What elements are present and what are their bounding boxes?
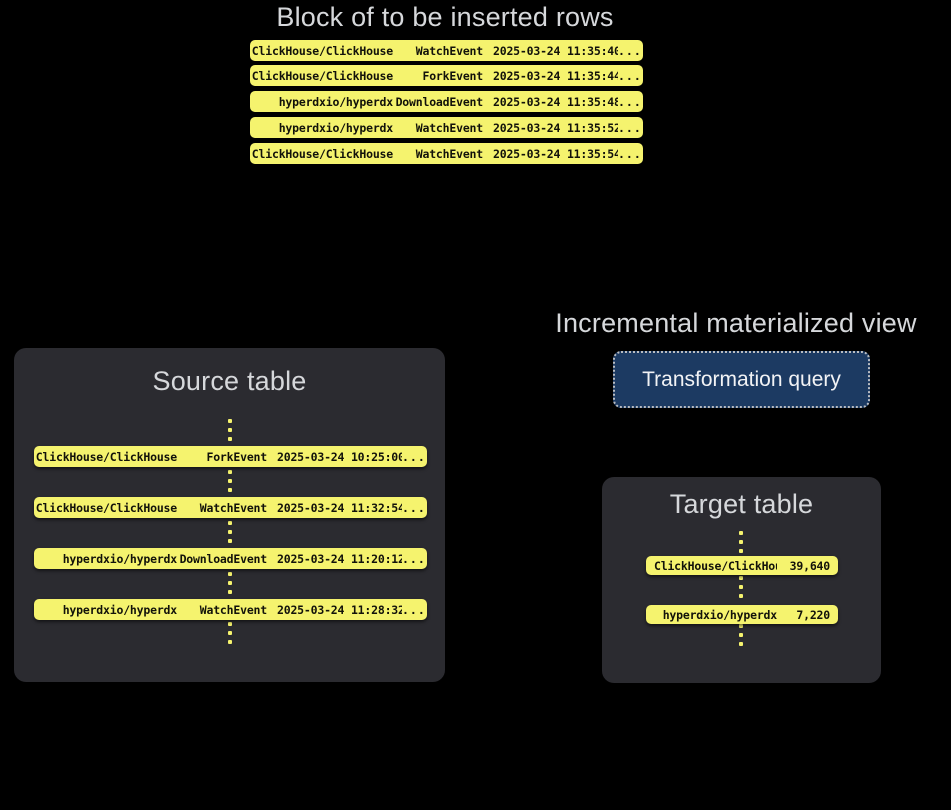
insert-row-more: ... — [618, 94, 642, 109]
source-row: ClickHouse/ClickHouse ForkEvent 2025-03-… — [34, 446, 427, 467]
source-row-more: ... — [402, 500, 426, 515]
target-row-repo: ClickHouse/ClickHouse — [654, 558, 777, 573]
insert-row-event: WatchEvent — [415, 146, 483, 161]
transformation-query-box[interactable]: Transformation query — [613, 351, 870, 408]
target-row: ClickHouse/ClickHouse 39,640 — [646, 556, 838, 575]
insert-row-repo: ClickHouse/ClickHouse — [251, 146, 393, 161]
source-row-event: ForkEvent — [206, 449, 267, 464]
insert-row: hyperdxio/hyperdx DownloadEvent 2025-03-… — [250, 91, 643, 112]
source-row: hyperdxio/hyperdx DownloadEvent 2025-03-… — [34, 548, 427, 569]
source-row: ClickHouse/ClickHouse WatchEvent 2025-03… — [34, 497, 427, 518]
insert-row: hyperdxio/hyperdx WatchEvent 2025-03-24 … — [250, 117, 643, 138]
source-row-repo: hyperdxio/hyperdx — [62, 551, 177, 566]
insert-row-more: ... — [618, 120, 642, 135]
target-row-count: 39,640 — [789, 558, 830, 573]
source-ellipsis-dots — [228, 419, 232, 441]
target-table-panel — [602, 477, 881, 683]
source-row-repo: ClickHouse/ClickHouse — [35, 449, 177, 464]
source-table-title: Source table — [152, 366, 307, 396]
source-row-event: WatchEvent — [199, 500, 267, 515]
source-row-timestamp: 2025-03-24 11:20:12 — [277, 551, 402, 566]
source-row-more: ... — [402, 551, 426, 566]
insert-row-more: ... — [618, 68, 642, 83]
insert-row-event: ForkEvent — [422, 68, 483, 83]
insert-row: ClickHouse/ClickHouse ForkEvent 2025-03-… — [250, 65, 643, 86]
source-row-timestamp: 2025-03-24 11:28:32 — [277, 602, 402, 617]
target-row-repo: hyperdxio/hyperdx — [662, 607, 777, 622]
insert-block-title: Block of to be inserted rows — [276, 2, 614, 32]
source-row-event: DownloadEvent — [179, 551, 267, 566]
target-ellipsis-dots — [739, 624, 743, 646]
source-ellipsis-dots — [228, 572, 232, 594]
insert-row-event: DownloadEvent — [395, 94, 483, 109]
insert-row-more: ... — [618, 43, 642, 58]
target-row: hyperdxio/hyperdx 7,220 — [646, 605, 838, 624]
insert-row-repo: ClickHouse/ClickHouse — [251, 68, 393, 83]
source-ellipsis-dots — [228, 521, 232, 543]
insert-row-timestamp: 2025-03-24 11:35:48 — [493, 94, 618, 109]
insert-row-event: WatchEvent — [415, 43, 483, 58]
target-ellipsis-dots — [739, 576, 743, 598]
insert-row: ClickHouse/ClickHouse WatchEvent 2025-03… — [250, 143, 643, 164]
source-row-more: ... — [402, 449, 426, 464]
source-row-event: WatchEvent — [199, 602, 267, 617]
insert-block-rows: ClickHouse/ClickHouse WatchEvent 2025-03… — [250, 40, 643, 164]
target-ellipsis-dots — [739, 531, 743, 553]
insert-row-timestamp: 2025-03-24 11:35:52 — [493, 120, 618, 135]
insert-row-repo: ClickHouse/ClickHouse — [251, 43, 393, 58]
insert-row-more: ... — [618, 146, 642, 161]
insert-row-repo: hyperdxio/hyperdx — [278, 120, 393, 135]
insert-row: ClickHouse/ClickHouse WatchEvent 2025-03… — [250, 40, 643, 61]
materialized-view-title: Incremental materialized view — [555, 308, 917, 338]
source-row: hyperdxio/hyperdx WatchEvent 2025-03-24 … — [34, 599, 427, 620]
insert-row-repo: hyperdxio/hyperdx — [278, 94, 393, 109]
transformation-query-label: Transformation query — [642, 367, 841, 391]
source-row-more: ... — [402, 602, 426, 617]
source-row-timestamp: 2025-03-24 11:32:54 — [277, 500, 402, 515]
insert-row-timestamp: 2025-03-24 11:35:44 — [493, 68, 618, 83]
source-ellipsis-dots — [228, 622, 232, 644]
target-table-title: Target table — [669, 489, 814, 519]
insert-row-timestamp: 2025-03-24 11:35:40 — [493, 43, 618, 58]
insert-row-event: WatchEvent — [415, 120, 483, 135]
target-row-count: 7,220 — [796, 607, 830, 622]
source-row-timestamp: 2025-03-24 10:25:00 — [277, 449, 402, 464]
insert-row-timestamp: 2025-03-24 11:35:54 — [493, 146, 618, 161]
source-row-repo: hyperdxio/hyperdx — [62, 602, 177, 617]
source-ellipsis-dots — [228, 470, 232, 492]
source-row-repo: ClickHouse/ClickHouse — [35, 500, 177, 515]
